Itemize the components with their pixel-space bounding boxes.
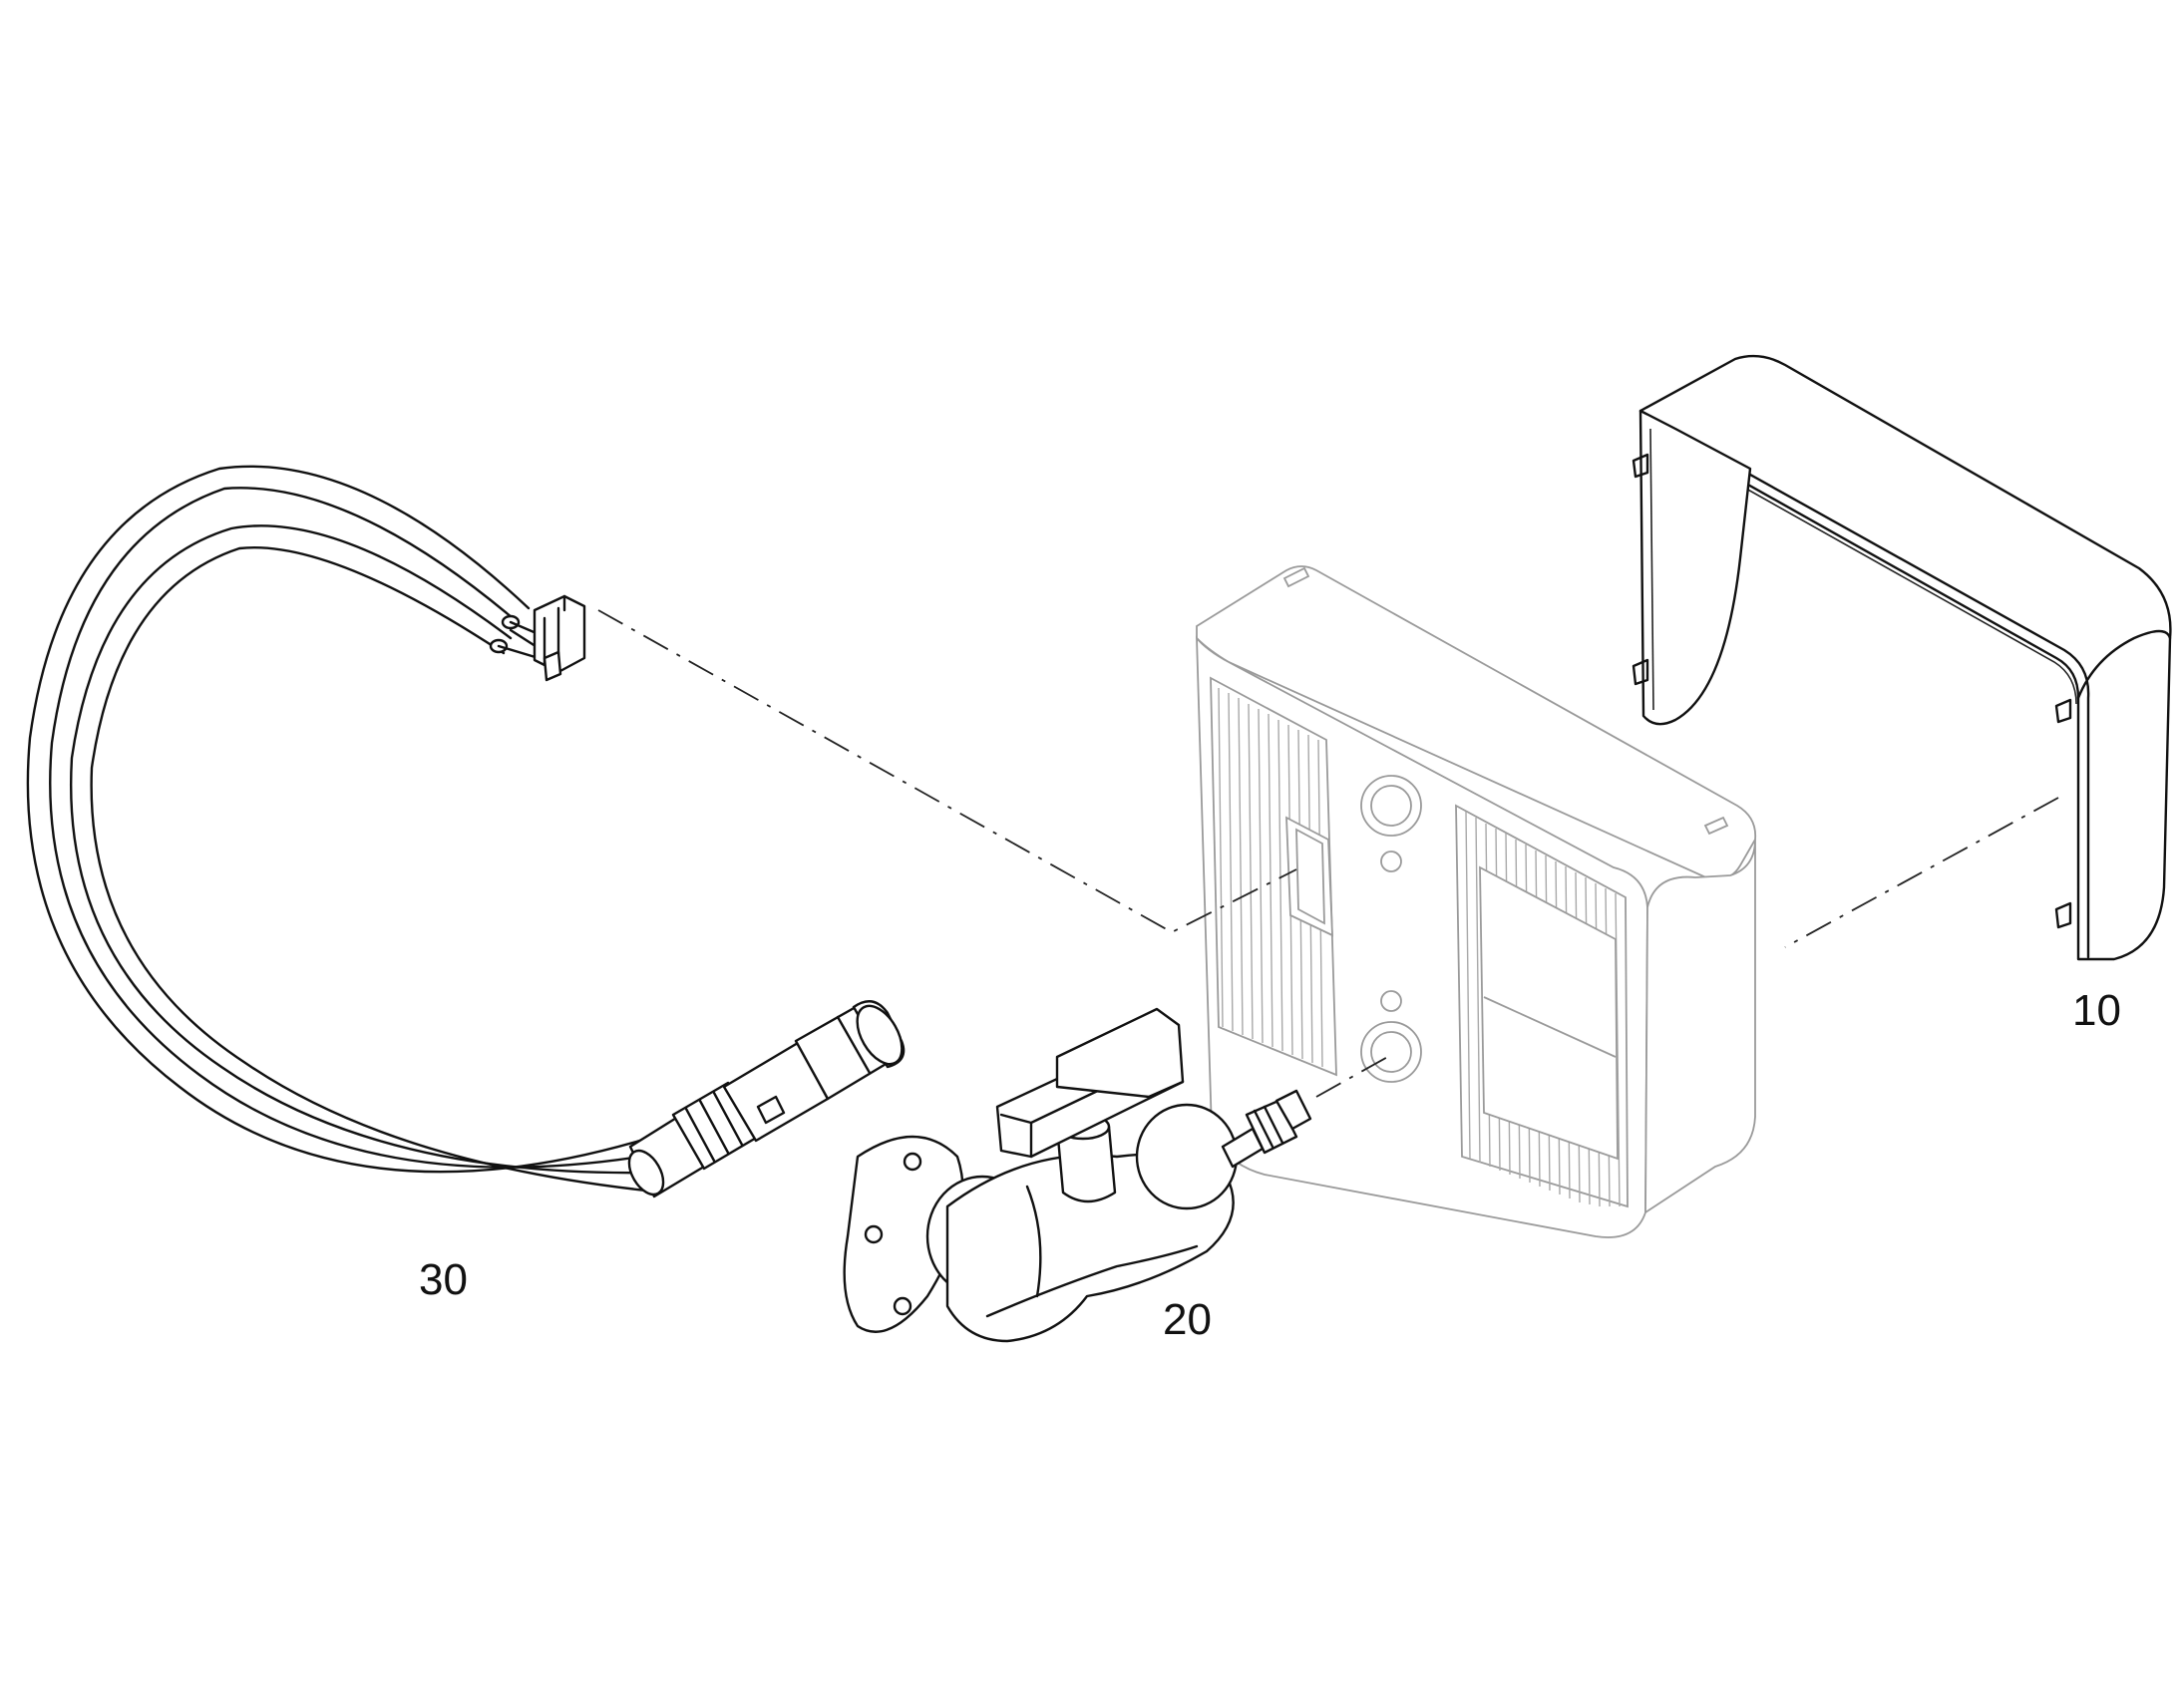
callout-10: 10 [2072, 986, 2121, 1035]
assembly-line-bracket [1315, 1054, 1392, 1098]
round-plug-connector [627, 1000, 906, 1198]
mounting-bracket [843, 1007, 1312, 1343]
assembly-line-cover [1784, 797, 2059, 948]
callout-30: 30 [419, 1255, 468, 1304]
display-housing [1196, 565, 1757, 1238]
sun-shade-cover [1632, 354, 2172, 961]
assembly-line-cable [597, 609, 1297, 934]
cable-assembly [26, 465, 906, 1198]
wire-connector [497, 594, 586, 682]
callout-20: 20 [1163, 1295, 1212, 1344]
